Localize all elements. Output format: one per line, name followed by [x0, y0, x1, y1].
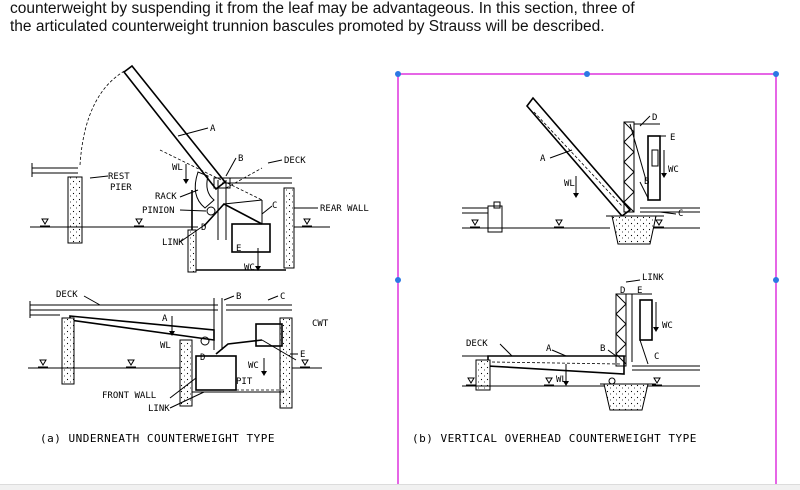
label-wc-2: WC [248, 361, 259, 371]
resize-handle-middle-right[interactable] [773, 277, 779, 283]
label-pier: PIER [110, 183, 132, 193]
resize-handle-middle-left[interactable] [395, 277, 401, 283]
label-e-2: E [300, 350, 305, 360]
figure-a-top-labels: A B C D E DECK REST PIER RACK PINION REA… [108, 124, 369, 273]
label-link: LINK [162, 238, 184, 248]
label-wl: WL [172, 163, 183, 173]
figure-b-top-labels: D E A B C WL WC [540, 113, 683, 219]
figure-b-top-drawing [462, 96, 700, 245]
label-rear-wall: REAR WALL [320, 204, 369, 214]
figure-a-top-drawing [30, 64, 330, 273]
figure-a-bottom-drawing [28, 295, 322, 409]
label-b-e-2: E [637, 286, 642, 296]
resize-handle-top-left[interactable] [395, 71, 401, 77]
body-paragraph: counterweight by suspending it from the … [10, 0, 790, 36]
label-b-b: B [644, 177, 649, 187]
label-a: A [210, 124, 216, 134]
label-b-wl-2: WL [556, 375, 567, 385]
label-wl-2: WL [160, 341, 171, 351]
resize-handle-top-right[interactable] [773, 71, 779, 77]
label-link-2: LINK [148, 404, 170, 414]
label-b-2: B [236, 292, 241, 302]
label-rack: RACK [155, 192, 177, 202]
figure-a-caption: (a) UNDERNEATH COUNTERWEIGHT TYPE [40, 432, 275, 445]
paragraph-line-2: the articulated counterweight trunnion b… [10, 18, 605, 35]
label-cwt: CWT [312, 319, 329, 329]
label-pit: PIT [236, 377, 253, 387]
image-selection-frame[interactable] [395, 71, 779, 487]
label-pinion: PINION [142, 206, 175, 216]
paragraph-line-1: counterweight by suspending it from the … [10, 0, 635, 17]
label-e: E [236, 244, 241, 254]
label-b-a-2: A [546, 344, 552, 354]
resize-handle-top-center[interactable] [584, 71, 590, 77]
label-b-d: D [652, 113, 657, 123]
label-b-wc-2: WC [662, 321, 673, 331]
figure-b-caption: (b) VERTICAL OVERHEAD COUNTERWEIGHT TYPE [412, 432, 697, 445]
label-b-deck: DECK [466, 339, 488, 349]
label-c-2: C [280, 292, 285, 302]
label-rest: REST [108, 172, 130, 182]
label-deck-2: DECK [56, 290, 78, 300]
selection-border [397, 73, 777, 487]
figure-a-bottom-labels: DECK B C A CWT D E WL WC PIT FRONT WALL … [56, 290, 329, 414]
label-wc: WC [244, 263, 255, 273]
label-b-d-2: D [620, 286, 625, 296]
label-d: D [201, 223, 206, 233]
label-b-link: LINK [642, 273, 664, 283]
label-d-2: D [200, 353, 205, 363]
bottom-scroll-strip [0, 484, 800, 490]
label-b-wl: WL [564, 179, 575, 189]
label-b-b-2: B [600, 344, 605, 354]
label-b-a: A [540, 154, 546, 164]
label-c: C [272, 201, 277, 211]
label-b: B [238, 154, 243, 164]
label-b-c-2: C [654, 352, 659, 362]
label-front-wall: FRONT WALL [102, 391, 156, 401]
label-a-2: A [162, 314, 168, 324]
label-b-e: E [670, 133, 675, 143]
label-b-c: C [678, 209, 683, 219]
figure-b-bottom-drawing [462, 279, 700, 411]
figure-b-bottom-labels: LINK D E WC DECK A B C WL [466, 273, 673, 385]
label-b-wc: WC [668, 165, 679, 175]
label-deck: DECK [284, 156, 306, 166]
